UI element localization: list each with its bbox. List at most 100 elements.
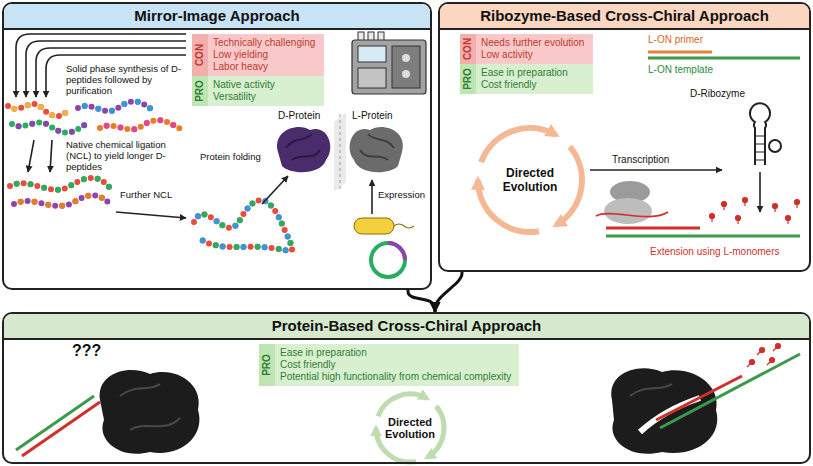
d-peptide-chain — [100, 120, 182, 130]
approach-panel: Mirror-Image ApproachCONTechnically chal… — [2, 2, 432, 290]
extended-duplex — [606, 228, 800, 236]
box-tag: CON — [462, 38, 474, 60]
box-tag-band: CON — [192, 34, 208, 76]
ribozyme-hairpin — [750, 103, 781, 165]
box-items: Ease in preparationCost friendly — [476, 64, 576, 94]
peptide-synthesizer — [358, 46, 386, 62]
box-items: Ease in preparationCost friendlyPotentia… — [275, 344, 519, 386]
d-peptide-chain — [78, 101, 152, 111]
l-protein-figure — [350, 127, 403, 172]
d-peptide-chain — [8, 101, 182, 132]
box-item: Labor heavy — [213, 61, 315, 73]
polymerase-icon — [596, 181, 668, 224]
box-tag-band: PRO — [192, 76, 208, 106]
l-monomer — [757, 350, 762, 355]
synthesis-arrow — [16, 34, 186, 97]
annotation-label: D-Ribozyme — [690, 88, 745, 100]
mirror-plane — [340, 114, 341, 190]
peptide-synthesizer — [392, 46, 420, 88]
annotation-label: Solid phase synthesis of D-peptides foll… — [66, 64, 188, 97]
box-item: Versatility — [213, 91, 275, 103]
expression-arrow — [371, 180, 373, 214]
panel-title: Protein-Based Cross-Chiral Approach — [4, 314, 809, 340]
box-tag: PRO — [261, 354, 273, 376]
panel-title: Mirror-Image Approach — [4, 4, 430, 30]
further-ncl-arrow — [116, 212, 186, 218]
annotation-label: L-Protein — [352, 110, 393, 122]
l-monomer — [747, 344, 781, 368]
polymerase-icon — [596, 212, 668, 217]
annotation-label: D-Protein — [278, 110, 320, 122]
d-protein-figure — [277, 127, 330, 172]
box-items: Native activityVersatility — [208, 76, 283, 106]
evolution-cycle — [556, 147, 582, 225]
box-items: Technically challengingLow yieldingLabor… — [208, 34, 323, 76]
unbound-duplex — [22, 402, 100, 456]
l-monomer — [773, 346, 778, 351]
l-monomer — [747, 362, 752, 367]
annotation-label: L-ON primer — [648, 34, 703, 46]
full-length-d-peptide — [194, 200, 292, 250]
bound-duplex — [656, 376, 742, 420]
l-protein-figure — [360, 134, 394, 160]
peptide-synthesizer — [352, 32, 426, 94]
l-monomer — [711, 216, 712, 222]
d-peptide-chain — [78, 101, 152, 111]
box-tag: PRO — [462, 68, 474, 90]
transcription-arrow — [590, 169, 722, 171]
e-coli-and-plasmid — [354, 218, 394, 234]
annotation-label: ??? — [72, 342, 101, 360]
box-item: Ease in preparation — [481, 67, 568, 79]
synthesis-arrow — [16, 34, 186, 97]
annotation-label: Native chemical ligation (NCL) to yield … — [66, 140, 188, 173]
primer-template-duplex — [648, 51, 712, 54]
synthesis-arrow — [26, 41, 186, 97]
box-item: Native activity — [213, 79, 275, 91]
box-tag: PRO — [194, 80, 206, 102]
e-coli-and-plasmid — [371, 243, 405, 277]
box-item: Technically challenging — [213, 37, 315, 49]
l-monomer — [774, 206, 775, 212]
ligated-peptide-chain — [10, 178, 110, 190]
l-monomer — [796, 202, 797, 208]
full-length-d-peptide — [194, 200, 292, 250]
merge-arrow — [435, 272, 462, 312]
d-peptide-chain — [8, 104, 70, 116]
evolution-cycle — [376, 428, 416, 462]
evolution-cycle — [478, 128, 582, 232]
mirror-plane — [334, 112, 346, 192]
box-item: Potential high functionality from chemic… — [280, 371, 511, 383]
pro-box: PROEase in preparationCost friendlyPoten… — [259, 344, 519, 386]
con-box: CONTechnically challengingLow yieldingLa… — [192, 34, 324, 76]
evolution-cycle — [378, 394, 427, 416]
unbound-duplex — [16, 396, 100, 456]
ribozyme-hairpin — [755, 136, 765, 160]
polymerase-icon — [604, 198, 652, 224]
ribozyme-hairpin — [750, 103, 770, 165]
ligated-peptide-chain — [14, 195, 112, 206]
merge-arrow — [408, 290, 435, 312]
box-item: Needs further evolution — [481, 37, 584, 49]
box-item: Low yielding — [213, 49, 315, 61]
annotation-label: Directed Evolution — [372, 416, 448, 440]
annotation-label: Extension using L-monomers — [650, 246, 780, 258]
evolved-protein — [611, 368, 717, 454]
annotation-label: Transcription — [612, 154, 669, 166]
annotation-label: Further NCL — [120, 190, 172, 201]
ribozyme-hairpin — [769, 140, 781, 152]
d-peptide-chain — [8, 104, 70, 116]
box-item: Cost friendly — [280, 359, 511, 371]
d-peptide-chain — [12, 123, 86, 133]
expression-arrow — [371, 180, 373, 214]
l-protein-figure — [350, 127, 403, 172]
box-tag-band: PRO — [460, 64, 476, 94]
peptide-synthesizer — [402, 70, 410, 78]
l-monomer — [787, 218, 788, 224]
ligated-peptide-chain — [10, 178, 112, 206]
evolution-cycle — [478, 180, 539, 232]
ligation-arrow — [28, 140, 34, 172]
